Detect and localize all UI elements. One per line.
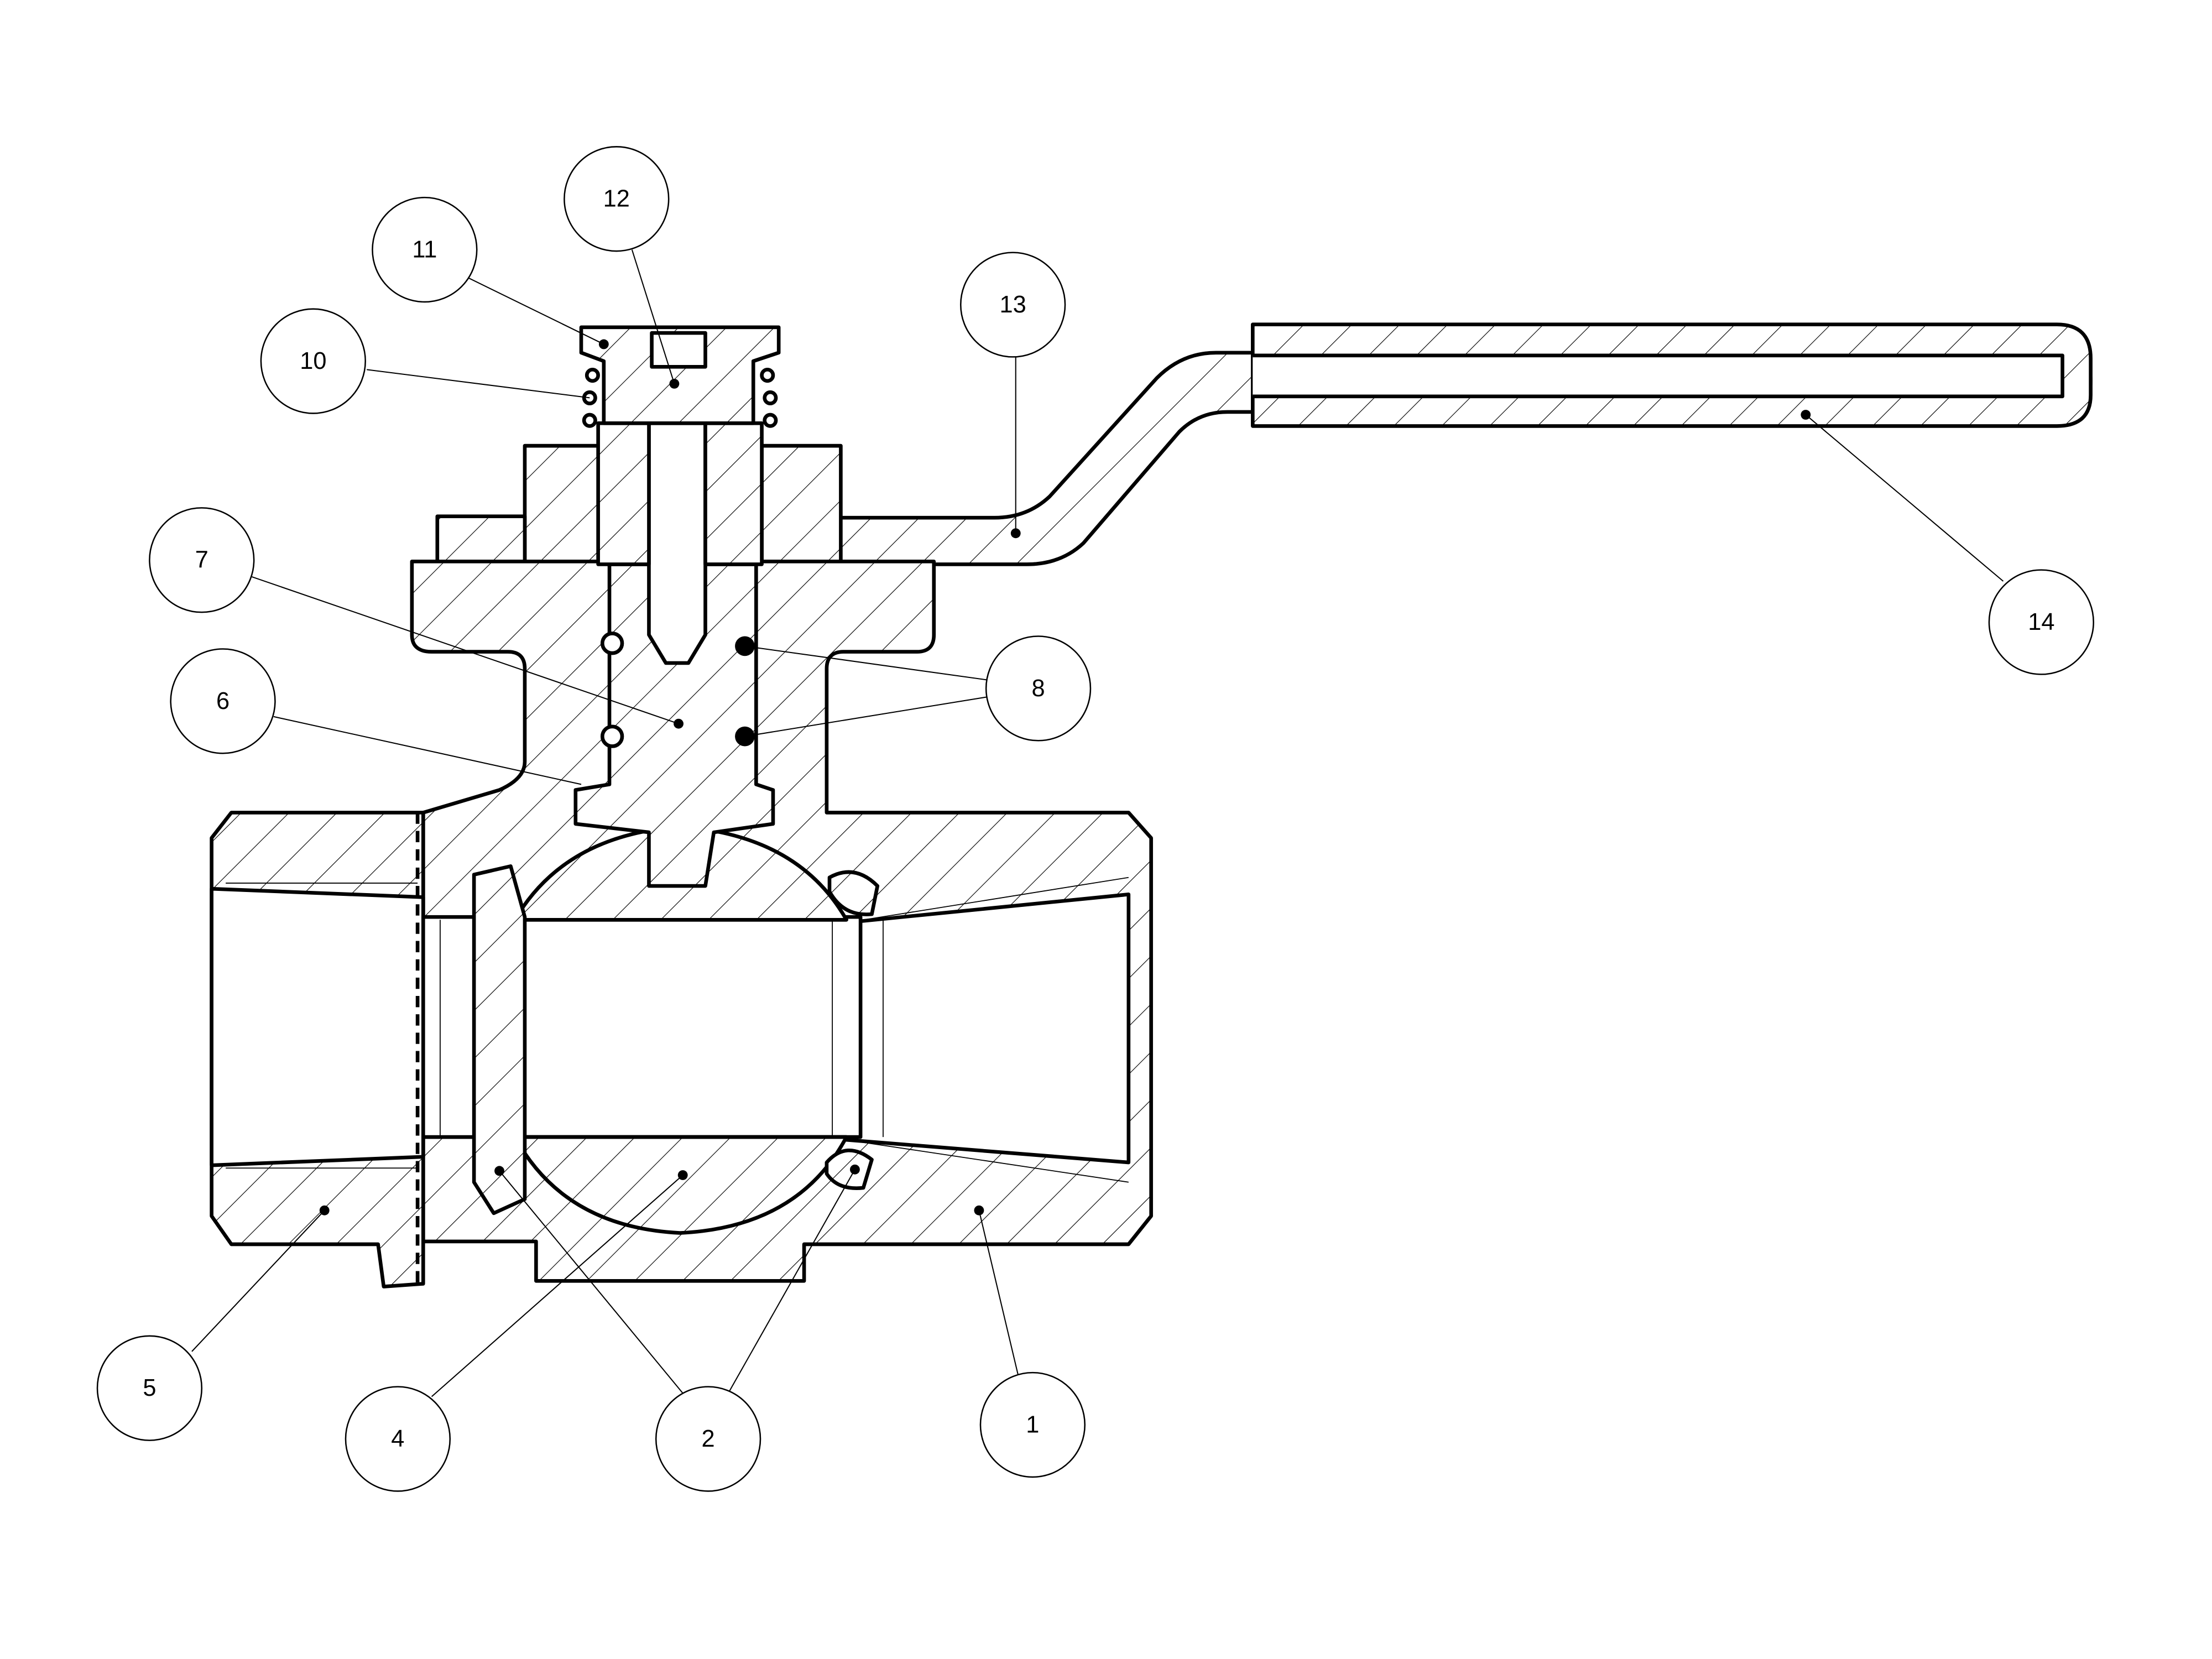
callout-8: 8 [985,635,1092,742]
callout-7: 7 [149,507,255,613]
ball-bottom [513,1135,848,1235]
seat-right [825,870,880,1190]
top-nut [579,325,781,425]
callout-label: 14 [2028,609,2054,635]
callout-2: 2 [655,1386,761,1492]
handle [825,322,2093,566]
callout-label: 13 [1000,291,1026,318]
body-bore [844,893,1131,1165]
end-connector [210,811,425,1288]
callout-label: 8 [1031,675,1045,702]
top-nut-slot [650,331,707,369]
callout-label: 1 [1026,1412,1039,1438]
callout-1: 1 [979,1371,1086,1478]
callout-label: 6 [216,688,229,714]
callout-5: 5 [96,1335,203,1441]
seat-left [472,864,527,1215]
callout-label: 7 [195,547,208,573]
callout-label: 12 [603,186,630,212]
callout-11: 11 [372,196,478,303]
callout-4: 4 [345,1386,451,1492]
leader-lines [191,249,2004,1397]
callout-12: 12 [564,146,670,252]
callout-label: 4 [391,1426,404,1452]
callout-13: 13 [959,252,1066,358]
callout-14: 14 [1988,569,2094,675]
seal-rings [582,368,778,748]
callout-label: 5 [143,1375,156,1401]
callout-label: 11 [412,237,437,263]
packing-ring [435,514,527,564]
handle-grip-inner [1253,353,2064,399]
callout-label: 10 [300,348,326,374]
top-nut-section [579,325,781,425]
callout-10: 10 [260,308,366,414]
end-connector-bore [210,886,425,1167]
callout-label: 2 [702,1426,715,1452]
callout-6: 6 [170,648,276,754]
